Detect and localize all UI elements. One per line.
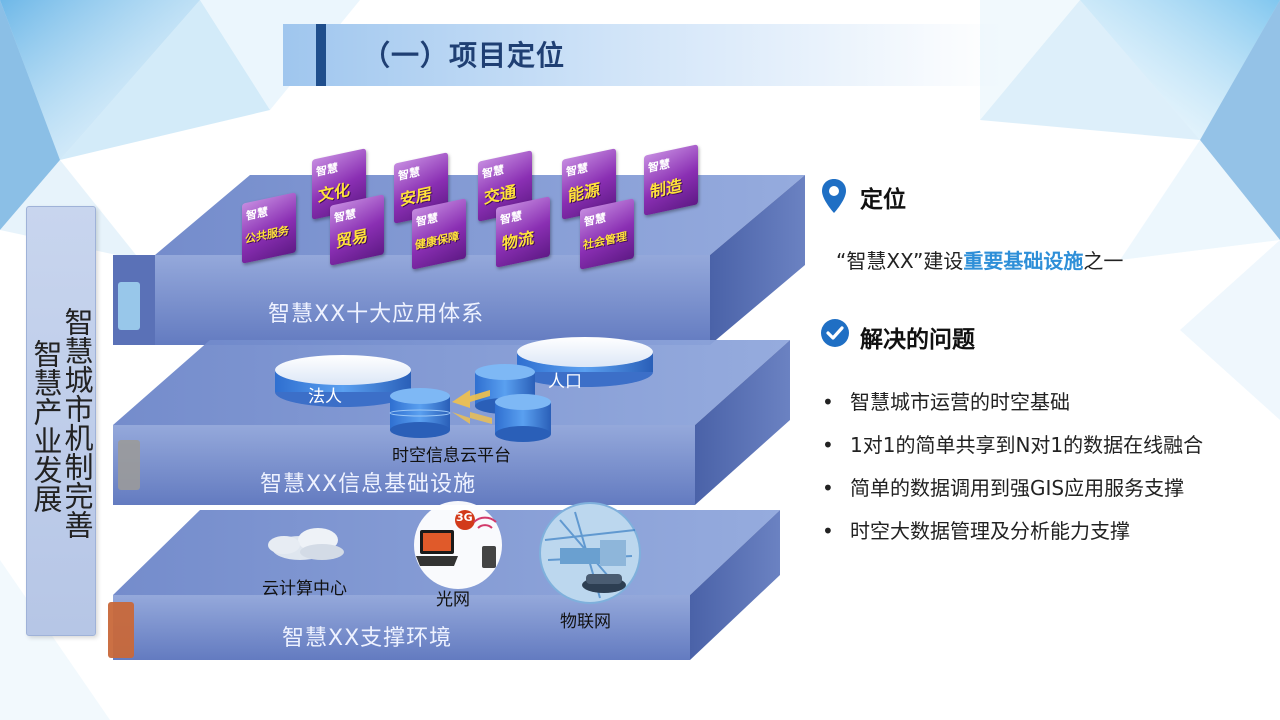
check-circle-icon: [821, 319, 849, 347]
disk-label-legal-person: 法人: [308, 387, 342, 407]
app-tile-prefix: 智慧: [648, 157, 670, 175]
disk-population: [517, 337, 653, 387]
app-tile-prefix: 智慧: [584, 211, 606, 229]
app-tile-name: 社会管理: [583, 229, 627, 253]
app-tile: 智慧健康保障: [412, 198, 466, 270]
layer-label-applications: 智慧XX十大应用体系: [268, 302, 485, 327]
badge-3g: 3G: [456, 511, 473, 524]
vertical-text-urban-mechanism: 智慧城市机制完善: [60, 307, 94, 539]
app-tile-prefix: 智慧: [500, 209, 522, 227]
desc-highlight: 重要基础设施: [963, 249, 1084, 273]
optical-network-icon: [414, 501, 502, 589]
app-tile-prefix: 智慧: [398, 165, 420, 183]
app-tile-name: 贸易: [336, 225, 369, 252]
app-tile: 智慧物流: [496, 196, 550, 268]
disk-legal-person: [275, 355, 411, 407]
app-tile-prefix: 智慧: [416, 211, 438, 229]
positioning-title: 定位: [860, 187, 906, 213]
list-item: •时空大数据管理及分析能力支撑: [822, 519, 1130, 543]
app-tile-name: 公共服务: [245, 223, 289, 247]
location-pin-icon: [822, 179, 846, 213]
app-tile-name: 健康保障: [415, 229, 459, 253]
app-tile-prefix: 智慧: [246, 205, 268, 223]
list-item: •智慧城市运营的时空基础: [822, 390, 1070, 414]
app-tile-name: 物流: [502, 227, 535, 254]
layer-label-infrastructure: 智慧XX信息基础设施: [260, 472, 477, 497]
desc-suffix: 之一: [1083, 249, 1124, 273]
app-tile-name: 能源: [568, 179, 601, 206]
left-vertical-banner: 智慧城市机制完善 智慧产业发展: [26, 206, 96, 636]
caption-optical-network: 光网: [436, 590, 470, 610]
caption-spatiotemporal-platform: 时空信息云平台: [392, 446, 511, 466]
app-tile: 智慧公共服务: [242, 192, 296, 264]
positioning-description: “智慧XX”建设重要基础设施之一: [836, 245, 1123, 274]
title-accent-mark: [316, 24, 326, 86]
list-item-text: 1对1的简单共享到N对1的数据在线融合: [850, 433, 1204, 457]
app-tile-prefix: 智慧: [566, 161, 588, 179]
app-tile: 智慧贸易: [330, 194, 384, 266]
layer-label-support: 智慧XX支撑环境: [282, 626, 453, 651]
app-tile-prefix: 智慧: [334, 207, 356, 225]
app-tile: 智慧社会管理: [580, 198, 634, 270]
list-item: •1对1的简单共享到N对1的数据在线融合: [822, 433, 1204, 457]
cloud-icon: [268, 528, 344, 560]
app-tile-prefix: 智慧: [316, 161, 338, 179]
app-tile-name: 制造: [650, 175, 683, 202]
caption-cloud-center: 云计算中心: [262, 579, 347, 599]
problems-title: 解决的问题: [860, 327, 975, 353]
desc-prefix: “智慧XX”建设: [836, 249, 964, 273]
page-title: （一）项目定位: [362, 39, 566, 72]
caption-iot: 物联网: [560, 612, 611, 632]
vertical-text-industry: 智慧产业发展: [29, 339, 63, 513]
title-bar: [283, 24, 1003, 86]
app-tile-prefix: 智慧: [482, 163, 504, 181]
list-item: •简单的数据调用到强GIS应用服务支撑: [822, 476, 1185, 500]
list-item-text: 简单的数据调用到强GIS应用服务支撑: [850, 476, 1185, 500]
list-item-text: 智慧城市运营的时空基础: [850, 390, 1070, 414]
database-cylinders: [389, 364, 551, 442]
iot-network-icon: [539, 502, 641, 604]
disk-label-population: 人口: [548, 372, 582, 392]
list-item-text: 时空大数据管理及分析能力支撑: [850, 519, 1130, 543]
app-tile: 智慧制造: [644, 144, 698, 216]
